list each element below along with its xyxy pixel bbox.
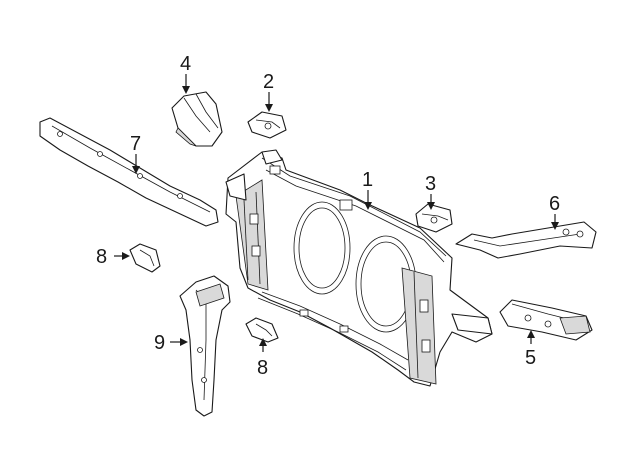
callout-3: 3: [425, 173, 436, 195]
part-radiator-support[interactable]: [225, 149, 493, 387]
part-side-member-6[interactable]: [455, 221, 597, 259]
callout-labels: 1 2 3 4 5 6 7 8 8 9: [96, 53, 560, 379]
part-clip-8b[interactable]: [245, 317, 279, 343]
callout-8-left: 8: [96, 246, 107, 268]
callout-7: 7: [130, 133, 141, 155]
callout-2: 2: [263, 71, 274, 93]
part-bracket-3[interactable]: [415, 203, 453, 233]
part-bracket-2[interactable]: [247, 111, 287, 139]
callout-4: 4: [180, 53, 191, 75]
part-upper-rail-7[interactable]: [39, 117, 219, 227]
part-air-guide-4[interactable]: [171, 91, 223, 147]
leader-lines: [114, 74, 559, 352]
part-bracket-5[interactable]: [499, 299, 593, 341]
part-clip-8a[interactable]: [129, 243, 161, 273]
callout-9: 9: [154, 332, 165, 354]
callout-6: 6: [549, 193, 560, 215]
part-side-bracket-9[interactable]: [179, 275, 231, 417]
callout-8-lower: 8: [257, 357, 268, 379]
callout-1: 1: [362, 169, 373, 191]
callout-5: 5: [525, 347, 536, 369]
